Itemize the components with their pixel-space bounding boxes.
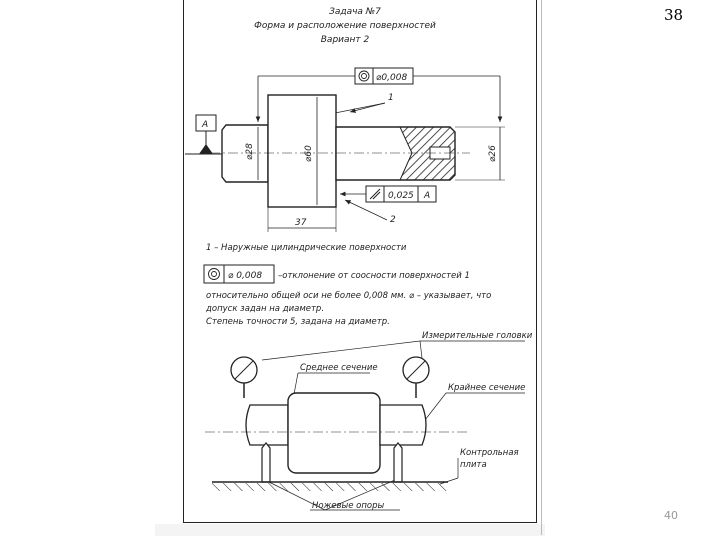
gauge-head-left (230, 356, 258, 398)
callout-1: 1 (388, 93, 394, 103)
datum-letter: A (201, 120, 208, 130)
label-end-section: Крайнее сечение (448, 383, 525, 393)
note-line3: относительно общей оси не более 0,008 мм… (206, 291, 491, 301)
concentricity-icon (358, 70, 370, 82)
dim-d60: ⌀60 (304, 145, 314, 162)
gauge-head-right (402, 356, 430, 398)
sheet-bottom-strip (155, 524, 545, 536)
note-line5: Степень точности 5, задана на диаметр. (206, 317, 390, 327)
tolerance-datum-ref: A (423, 191, 430, 201)
datum-a: A (185, 114, 222, 155)
tolerance-frame-top: ⌀0,008 (354, 67, 414, 85)
dim-d28: ⌀28 (245, 143, 255, 160)
runout-icon (369, 188, 381, 200)
note-line4: допуск задан на диаметр. (205, 304, 324, 314)
label-control-plate-2: плита (460, 460, 487, 470)
label-control-plate-1: Контрольная (460, 448, 519, 458)
knife-support-left (261, 442, 271, 483)
shaft-part (210, 94, 470, 208)
note-line2: –отклонение от соосности поверхностей 1 (278, 271, 470, 281)
slide-number: 40 (664, 509, 678, 522)
shaft-on-supports (205, 392, 470, 474)
header-line1: Задача №7 (329, 7, 381, 17)
page-number: 38 (664, 6, 684, 24)
header-line3: Вариант 2 (321, 35, 370, 45)
concentricity-icon (208, 268, 220, 280)
notes-frame-value: ⌀ 0,008 (228, 271, 262, 281)
control-plate (212, 481, 448, 491)
callout-2: 2 (390, 215, 396, 225)
page-divider (541, 0, 542, 535)
label-middle-section: Среднее сечение (300, 363, 378, 373)
tolerance-value-top: ⌀0,008 (376, 73, 407, 83)
tolerance-frame-side: 0,025 A (365, 185, 437, 203)
label-supports: Ножевые опоры (312, 501, 384, 511)
knife-support-right (393, 442, 403, 483)
header-line2: Форма и расположение поверхностей (254, 21, 436, 31)
tolerance-value-side: 0,025 (388, 191, 414, 201)
dim-37: 37 (295, 218, 307, 228)
label-gauge-heads: Измерительные головки (422, 331, 533, 341)
note-line1: 1 – Наружные цилиндрические поверхности (206, 243, 407, 253)
notes-tolerance-frame: ⌀ 0,008 (203, 264, 275, 284)
dim-d26: ⌀26 (488, 145, 498, 162)
